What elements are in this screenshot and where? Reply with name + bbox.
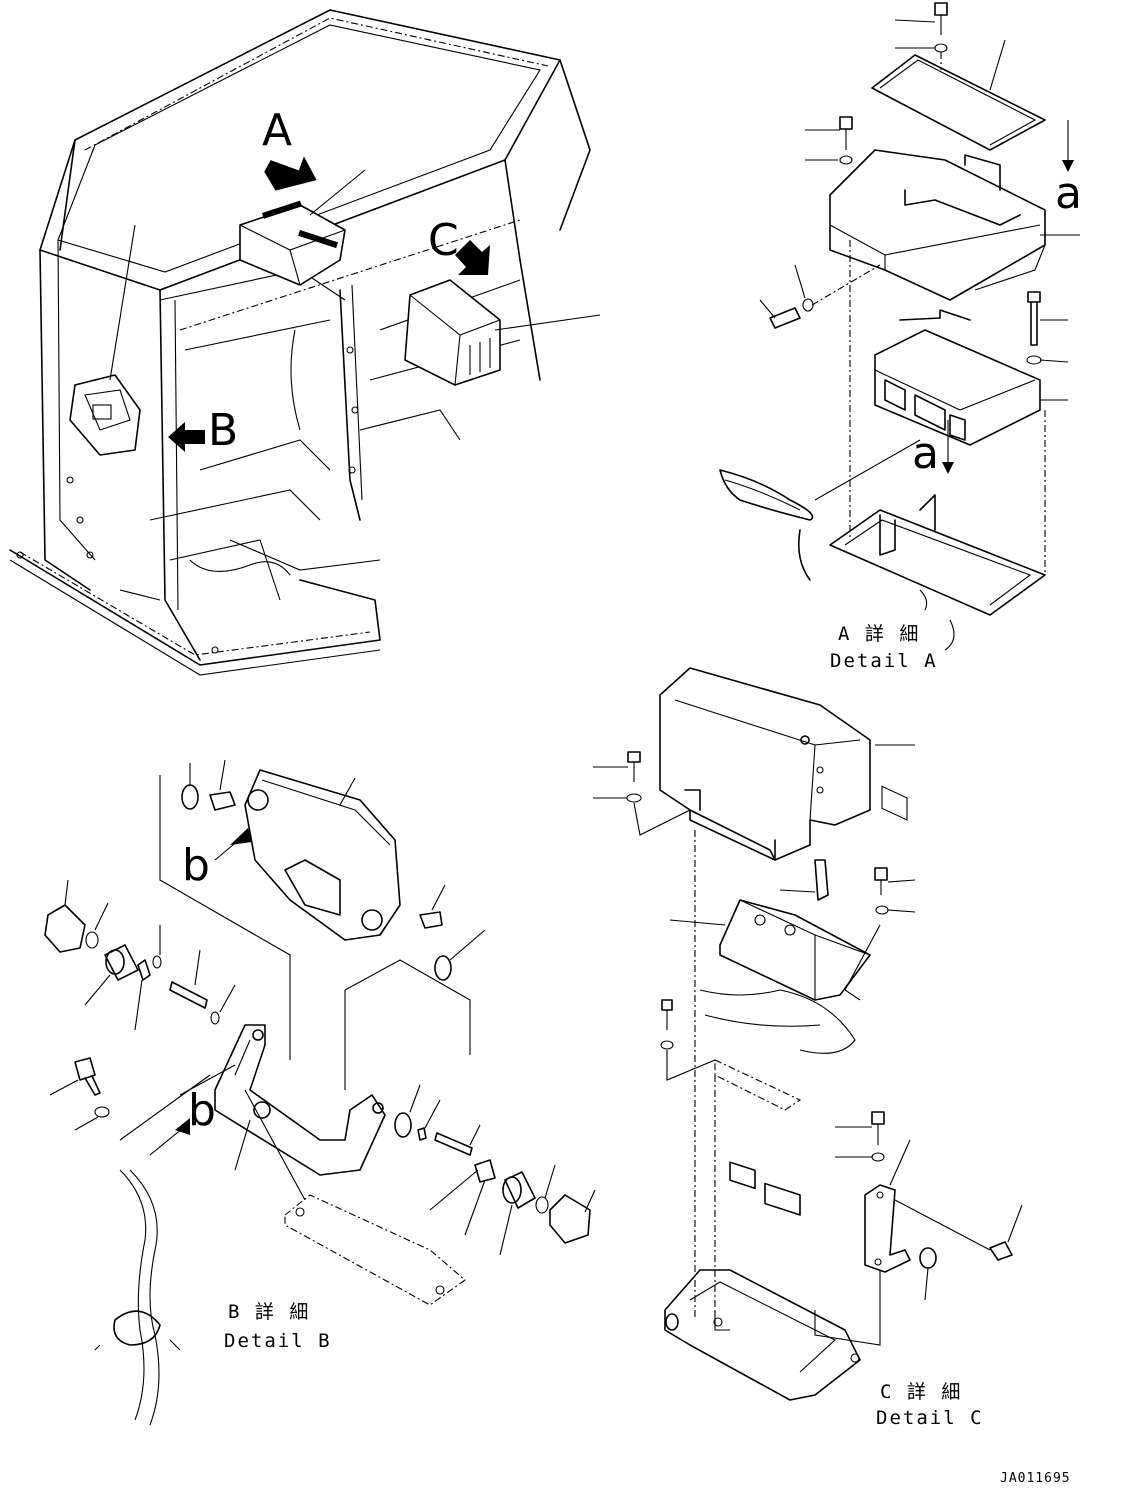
detail-a-ref-top: a xyxy=(1055,168,1082,219)
detail-c-assembly xyxy=(593,667,1023,1401)
arrow-icon xyxy=(455,240,490,275)
arrow-icon xyxy=(264,156,317,191)
detail-a-title-jp: A 詳 細 xyxy=(838,623,920,645)
drawing-code: JA011695 xyxy=(1000,1471,1071,1486)
detail-c-title-jp: C 詳 細 xyxy=(880,1381,962,1403)
controller-unit-b xyxy=(69,374,141,456)
detail-b-ref-top: b xyxy=(182,840,210,891)
controller-unit-a xyxy=(239,200,346,286)
washer-icon xyxy=(934,43,948,53)
controller-unit-c xyxy=(404,279,501,386)
detail-a-title-en: Detail A xyxy=(830,650,938,672)
detail-a-assembly: a a xyxy=(719,2,1082,821)
view-label-c: C xyxy=(428,215,459,266)
cab-frame xyxy=(9,9,591,676)
detail-a-ref-bottom: a xyxy=(912,428,939,479)
detail-b-title-en: Detail B xyxy=(224,1330,332,1352)
detail-b-assembly: b xyxy=(44,759,596,1426)
view-label-a: A xyxy=(262,105,292,156)
bolt-icon xyxy=(934,2,948,16)
detail-b-title-jp: B 詳 細 xyxy=(228,1301,310,1323)
detail-b-ref-bottom: b xyxy=(188,1085,216,1136)
detail-c-title-en: Detail C xyxy=(876,1407,984,1429)
arrow-icon xyxy=(168,422,205,452)
view-label-b: B xyxy=(208,405,238,456)
